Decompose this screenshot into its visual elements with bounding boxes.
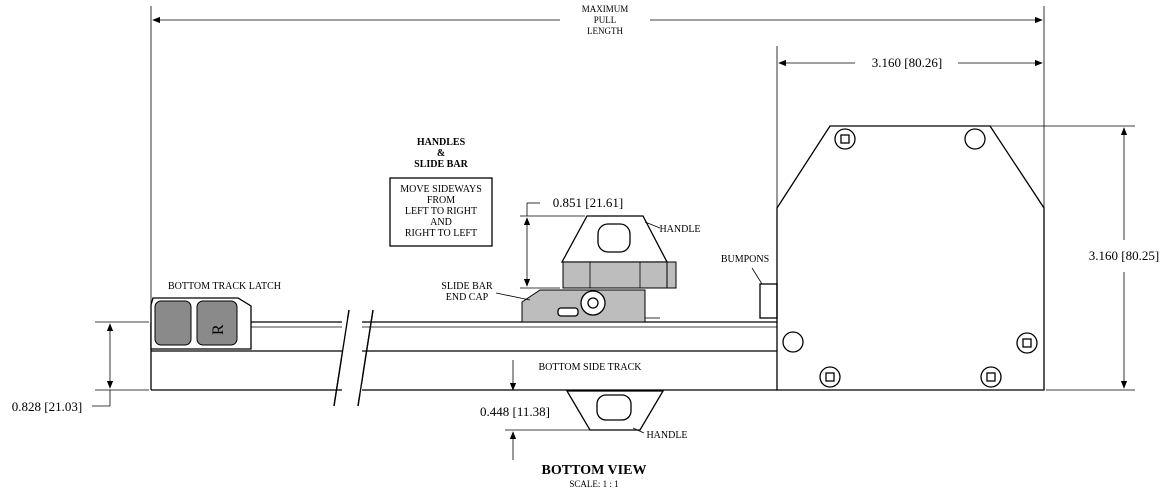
square-bolt-icon — [1016, 332, 1038, 354]
round-hole-icon — [964, 128, 986, 150]
bottom-track-latch: R — [150, 297, 252, 350]
handle-label: HANDLE — [659, 224, 700, 235]
bottom-handle-label: 0.448 [11.38] — [480, 404, 550, 419]
move-note-line5: RIGHT TO LEFT — [405, 228, 477, 239]
slide-bar-end-cap-line2: END CAP — [446, 292, 489, 303]
handle-height-dimension: 0.851 [21.61] — [520, 195, 623, 289]
view-scale: SCALE: 1 : 1 — [569, 479, 618, 489]
ampersand: & — [437, 148, 445, 159]
handles-slide-bar-heading: HANDLES & SLIDE BAR — [414, 137, 468, 170]
handle-bottom-label: HANDLE — [646, 430, 687, 441]
right-height-dimension: 3.160 [80.25] — [990, 125, 1159, 391]
move-note-line2: FROM — [427, 195, 455, 206]
handle-height-label: 0.851 [21.61] — [553, 195, 623, 210]
max-pull-line3: LENGTH — [587, 26, 623, 36]
max-pull-line1: MAXIMUM — [582, 4, 629, 14]
move-note-line1: MOVE SIDEWAYS — [400, 184, 482, 195]
handles-title: HANDLES — [417, 137, 466, 148]
slide-bar-title: SLIDE BAR — [414, 159, 468, 170]
right-housing — [776, 125, 1045, 391]
bottom-side-track — [150, 309, 777, 407]
right-height-label: 3.160 [80.25] — [1089, 248, 1159, 263]
bottom-side-track-label: BOTTOM SIDE TRACK — [539, 362, 643, 373]
slide-bar-end-cap — [521, 289, 660, 323]
square-bolt-icon — [819, 366, 841, 388]
slide-bar-end-cap-line1: SLIDE BAR — [441, 281, 493, 292]
max-pull-line2: PULL — [594, 15, 617, 25]
square-bolt-icon — [980, 366, 1002, 388]
max-pull-dimension: MAXIMUM PULL LENGTH — [150, 4, 1045, 390]
move-note-box: MOVE SIDEWAYS FROM LEFT TO RIGHT AND RIG… — [389, 177, 493, 247]
view-title: BOTTOM VIEW — [542, 463, 647, 478]
bottom-track-latch-label: BOTTOM TRACK LATCH — [168, 281, 281, 292]
square-bolt-icon — [834, 128, 856, 150]
left-height-label: 0.828 [21.03] — [12, 399, 82, 414]
bottom-handle-dimension: 0.448 [11.38] — [480, 382, 590, 460]
bumpons — [751, 267, 778, 319]
bumpons-label: BUMPONS — [721, 254, 769, 265]
latch-letter: R — [210, 324, 227, 335]
handle-bottom — [565, 390, 665, 431]
move-note-line4: AND — [430, 217, 452, 228]
left-height-dimension: 0.828 [21.03] — [12, 321, 149, 414]
move-note-line3: LEFT TO RIGHT — [405, 206, 477, 217]
handle-top — [560, 215, 677, 289]
round-hole-icon — [782, 331, 804, 353]
top-width-dimension: 3.160 [80.26] — [776, 46, 1043, 208]
top-width-label: 3.160 [80.26] — [872, 55, 942, 70]
